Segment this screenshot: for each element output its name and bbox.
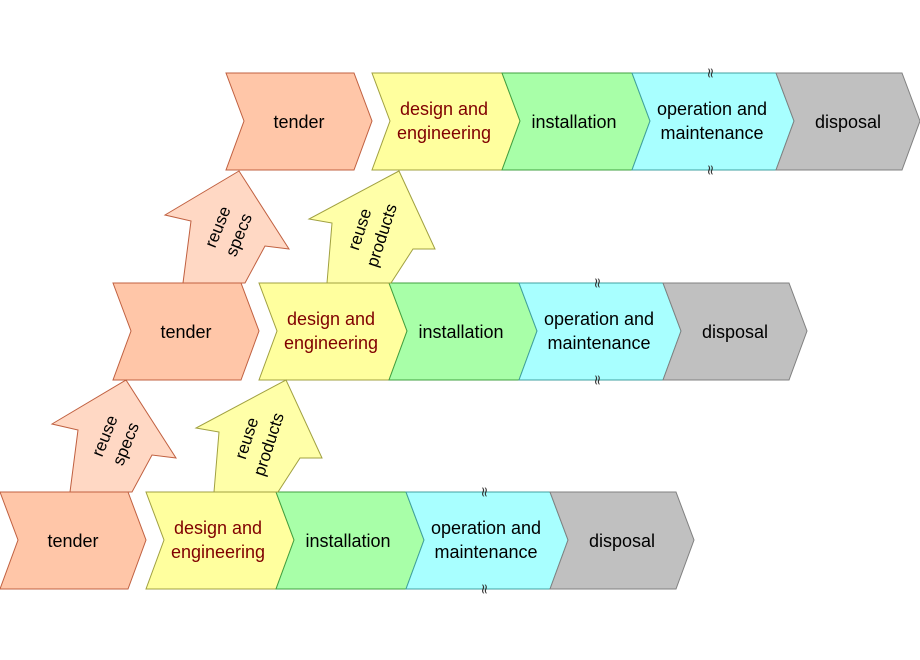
break-mark-top: ≈ [702, 67, 718, 79]
disposal-chevron [775, 72, 920, 171]
design-label-line1: design and [287, 309, 375, 329]
operation-label-line2: maintenance [660, 123, 763, 143]
reuse-specs-arrow-lower: reuse specs [50, 379, 177, 493]
disposal-label: disposal [815, 112, 881, 132]
design-chevron [371, 72, 521, 171]
design-label-line2: engineering [284, 333, 378, 353]
reuse-products-arrow-upper: reuse products [307, 170, 436, 284]
design-label-line1: design and [174, 518, 262, 538]
tender-label: tender [160, 322, 211, 342]
installation-label: installation [305, 531, 390, 551]
disposal-chevron [662, 282, 808, 381]
break-mark-bottom: ≈ [702, 164, 718, 176]
design-chevron [258, 282, 408, 381]
operation-chevron [405, 491, 569, 590]
tender-label: tender [273, 112, 324, 132]
reuse-specs-arrow-upper: reuse specs [163, 170, 290, 284]
tender-chevron [225, 72, 373, 171]
design-label-line1: design and [400, 99, 488, 119]
disposal-label: disposal [589, 531, 655, 551]
break-mark-bottom: ≈ [476, 583, 492, 595]
operation-label-line1: operation and [657, 99, 767, 119]
disposal-chevron [549, 491, 695, 590]
operation-label-line1: operation and [431, 518, 541, 538]
disposal-label: disposal [702, 322, 768, 342]
break-mark-top: ≈ [476, 486, 492, 498]
break-mark-bottom: ≈ [589, 374, 605, 386]
tender-label: tender [47, 531, 98, 551]
operation-label-line1: operation and [544, 309, 654, 329]
operation-label-line2: maintenance [547, 333, 650, 353]
row-middle: tender design and engineering installati… [112, 277, 808, 386]
operation-chevron [631, 72, 795, 171]
design-label-line2: engineering [397, 123, 491, 143]
row-top: tender design and engineering installati… [225, 67, 920, 176]
installation-label: installation [531, 112, 616, 132]
operation-chevron [518, 282, 682, 381]
break-mark-top: ≈ [589, 277, 605, 289]
design-label-line2: engineering [171, 542, 265, 562]
row-bottom: tender design and engineering installati… [0, 486, 695, 595]
operation-label-line2: maintenance [434, 542, 537, 562]
design-chevron [145, 491, 295, 590]
installation-label: installation [418, 322, 503, 342]
reuse-products-arrow-lower: reuse products [194, 379, 323, 493]
